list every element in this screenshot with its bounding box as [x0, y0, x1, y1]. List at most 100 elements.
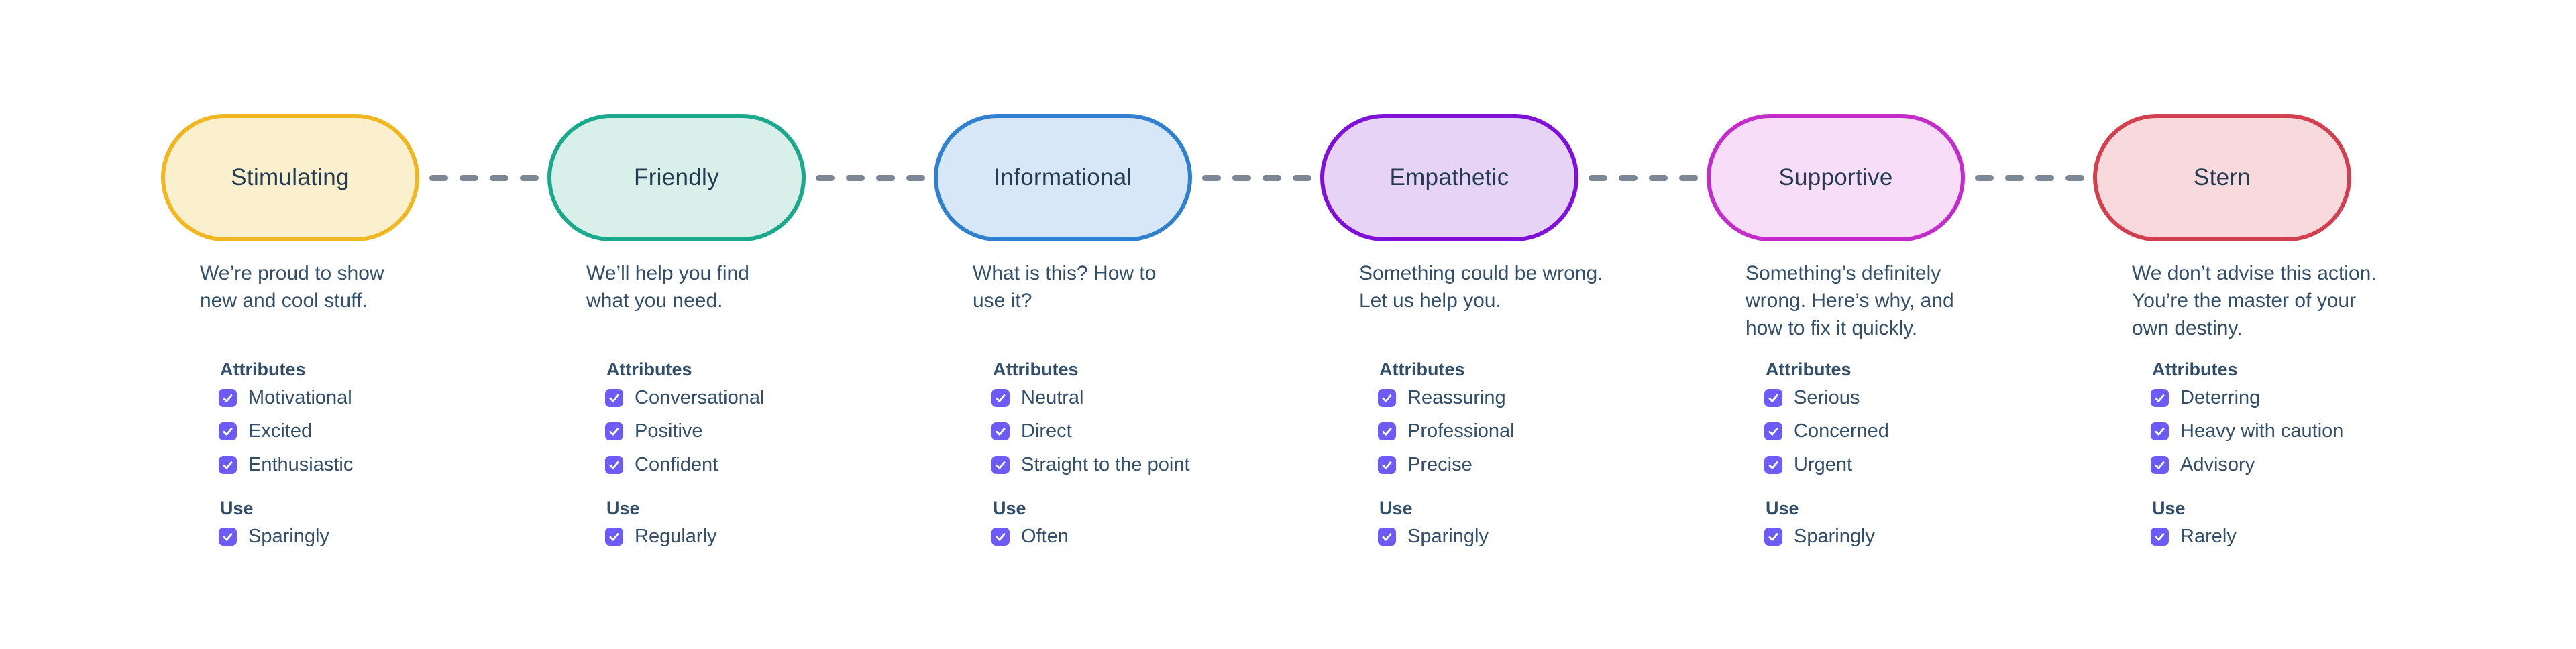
checkbox-label: Direct [1021, 420, 1072, 442]
use-row: Often [991, 525, 1069, 548]
checkbox-label: Straight to the point [1021, 453, 1190, 475]
attribute-checkbox-checked[interactable] [2151, 455, 2169, 474]
check-icon [1382, 427, 1392, 436]
connector-empathetic-supportive [1578, 174, 1707, 181]
checkbox-label: Often [1021, 525, 1069, 547]
attribute-row: Urgent [1764, 453, 1852, 476]
use-checkbox-checked[interactable] [991, 527, 1010, 546]
tone-pill-label: Empathetic [1389, 164, 1509, 190]
tone-pill-label: Supportive [1778, 164, 1893, 190]
use-heading: Use [993, 498, 1026, 518]
check-icon [1768, 394, 1778, 402]
use-checkbox-checked[interactable] [2151, 527, 2169, 546]
attributes-heading: Attributes [2152, 359, 2238, 379]
tone-pill-label: Stern [2193, 164, 2251, 190]
check-icon [996, 427, 1006, 436]
attribute-checkbox-checked[interactable] [1764, 455, 1782, 474]
check-icon [1382, 532, 1392, 541]
check-icon [996, 461, 1006, 469]
tone-pill-friendly: Friendly [547, 114, 806, 241]
connector-dash [1974, 174, 1994, 181]
tone-pill-empathetic: Empathetic [1320, 114, 1578, 241]
connector-dash [429, 174, 448, 181]
use-heading: Use [2152, 498, 2186, 518]
use-checkbox-checked[interactable] [1378, 527, 1396, 546]
connector-dash [2004, 174, 2024, 181]
check-icon [1768, 532, 1778, 541]
attribute-row: Precise [1378, 453, 1472, 476]
tone-description: We’re proud to show new and cool stuff. [200, 262, 384, 312]
use-row: Sparingly [1378, 525, 1489, 548]
attribute-checkbox-checked[interactable] [1764, 422, 1782, 440]
attribute-row: Direct [991, 420, 1072, 442]
check-icon [996, 532, 1006, 541]
connector-stimulating-friendly [419, 174, 548, 181]
connector-dash [489, 174, 508, 181]
tone-pill-stern: Stern [2093, 114, 2351, 241]
checkbox-label: Positive [635, 420, 703, 442]
connector-informational-empathetic [1192, 174, 1321, 181]
checkbox-label: Precise [1407, 453, 1472, 475]
connector-dash [2065, 174, 2084, 181]
attribute-checkbox-checked[interactable] [991, 455, 1010, 474]
checkbox-label: Sparingly [248, 525, 329, 547]
checkbox-label: Concerned [1794, 420, 1889, 442]
attribute-checkbox-checked[interactable] [219, 455, 237, 474]
checkbox-label: Sparingly [1407, 525, 1489, 547]
tone-pill-label: Friendly [634, 164, 719, 190]
tone-description: We’ll help you find what you need. [586, 262, 749, 312]
tone-pill-stimulating: Stimulating [161, 114, 419, 241]
check-icon [609, 532, 619, 541]
attribute-checkbox-checked[interactable] [605, 422, 623, 440]
attribute-row: Straight to the point [991, 453, 1190, 476]
checkbox-label: Conversational [635, 386, 765, 408]
use-row: Sparingly [219, 525, 329, 548]
connector-dash [1292, 174, 1311, 181]
connector-dash [1262, 174, 1281, 181]
connector-dash [459, 174, 478, 181]
check-icon [1768, 461, 1778, 469]
checkbox-label: Confident [635, 453, 718, 475]
check-icon [2155, 394, 2165, 402]
connector-dash [845, 174, 865, 181]
attribute-checkbox-checked[interactable] [605, 388, 623, 407]
use-heading: Use [1379, 498, 1413, 518]
attribute-checkbox-checked[interactable] [991, 422, 1010, 440]
attribute-checkbox-checked[interactable] [219, 388, 237, 407]
tone-description: Something’s definitely wrong. Here’s why… [1746, 262, 1954, 339]
attribute-checkbox-checked[interactable] [1378, 388, 1396, 407]
tone-pill-label: Informational [994, 164, 1132, 190]
attribute-checkbox-checked[interactable] [219, 422, 237, 440]
attribute-checkbox-checked[interactable] [1378, 422, 1396, 440]
tone-description: Something could be wrong. Let us help yo… [1359, 262, 1603, 312]
attribute-row: Positive [605, 420, 703, 442]
check-icon [223, 427, 233, 436]
use-checkbox-checked[interactable] [219, 527, 237, 546]
check-icon [609, 427, 619, 436]
attribute-checkbox-checked[interactable] [1764, 388, 1782, 407]
connector-dash [875, 174, 895, 181]
check-icon [1768, 427, 1778, 436]
attribute-checkbox-checked[interactable] [605, 455, 623, 474]
tone-pill-label: Stimulating [231, 164, 350, 190]
checkbox-label: Sparingly [1794, 525, 1875, 547]
use-heading: Use [1766, 498, 1799, 518]
check-icon [2155, 532, 2165, 541]
attribute-checkbox-checked[interactable] [991, 388, 1010, 407]
tone-description: What is this? How to use it? [973, 262, 1157, 312]
connector-dash [1201, 174, 1221, 181]
checkbox-label: Advisory [2180, 453, 2255, 475]
attribute-checkbox-checked[interactable] [2151, 388, 2169, 407]
attribute-row: Concerned [1764, 420, 1889, 442]
attribute-row: Heavy with caution [2151, 420, 2343, 442]
attribute-checkbox-checked[interactable] [2151, 422, 2169, 440]
attribute-checkbox-checked[interactable] [1378, 455, 1396, 474]
tone-column-informational: Informational What is this? How to use i… [869, 0, 1256, 649]
checkbox-label: Heavy with caution [2180, 420, 2344, 442]
attributes-heading: Attributes [1379, 359, 1465, 379]
check-icon [609, 461, 619, 469]
attribute-row: Confident [605, 453, 718, 476]
use-checkbox-checked[interactable] [1764, 527, 1782, 546]
tone-column-stimulating: Stimulating We’re proud to show new and … [97, 0, 483, 649]
use-checkbox-checked[interactable] [605, 527, 623, 546]
